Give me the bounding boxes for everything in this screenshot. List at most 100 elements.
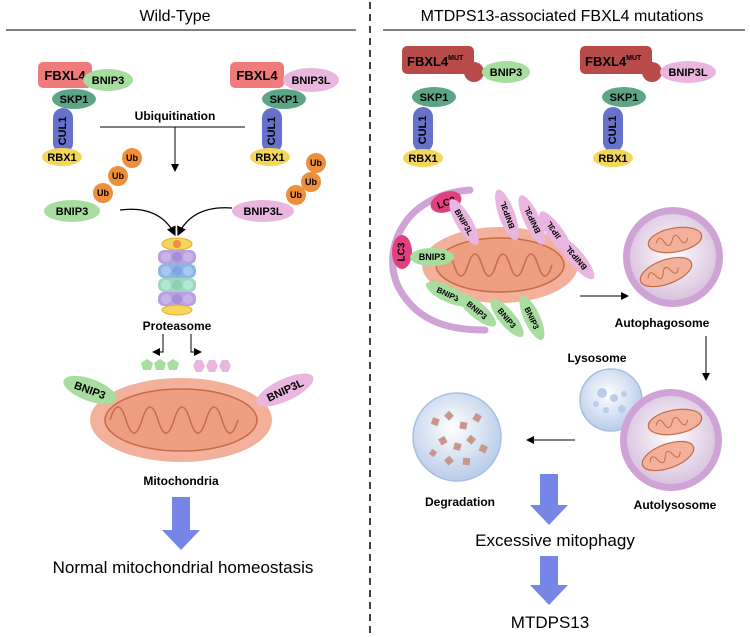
proteasome-rings: [158, 250, 196, 306]
fbxl4-mut-domain: [642, 62, 662, 82]
bnip3l-shape: [232, 200, 294, 222]
skp1-label: SKP1: [60, 94, 89, 106]
mito-cristae: [439, 253, 553, 277]
skp1-label: SKP1: [420, 92, 449, 104]
excessive-mitophagy-label: Excessive mitophagy: [475, 531, 635, 550]
rbx1-shape: [42, 148, 82, 166]
lc3-shape: [392, 235, 412, 269]
ubiquitination-step: Ubiquitination: [100, 109, 245, 172]
bnip3-shape: [44, 200, 100, 222]
skp1-shape: [52, 89, 96, 109]
degradation-vesicle-icon: [412, 392, 502, 482]
bnip3-shape: [63, 375, 117, 405]
bnip3l-shape: [283, 68, 339, 92]
bnip3l-shape: [449, 199, 479, 245]
bnip3-shape: [457, 293, 497, 327]
bnip3l-shape: [557, 236, 595, 280]
ubiquitinated-bnip3l: BNIP3L Ub Ub Ub: [232, 153, 326, 222]
lysosome-label: Lysosome: [568, 351, 627, 365]
cul1-label: CUL1: [57, 117, 69, 146]
mito-inner: [104, 388, 258, 452]
cul1-label: CUL1: [417, 116, 429, 145]
panel-headers: Wild-Type MTDPS13-associated FBXL4 mutat…: [6, 2, 745, 635]
rbx1-shape: [403, 149, 443, 167]
left-panel-title: Wild-Type: [139, 8, 210, 25]
bnip3l-shape: [518, 195, 546, 245]
wt-complex-left: FBXL4 BNIP3 SKP1 CUL1 RBX1: [38, 62, 133, 166]
peptide-fragments-green: [141, 359, 179, 370]
ubiquitin-icon: [93, 183, 113, 203]
bnip3-shape: [490, 298, 524, 338]
bnip3-label: BNIP3: [490, 67, 522, 79]
rbx1-label: RBX1: [598, 153, 627, 165]
wt-complex-right: FBXL4 BNIP3L SKP1 CUL1 RBX1: [230, 62, 339, 166]
rbx1-shape: [593, 149, 633, 167]
degradation-label: Degradation: [425, 495, 495, 509]
bnip3-label: BNIP3: [419, 252, 446, 262]
ubiquitin-icon: [301, 172, 321, 192]
bnip3l-shape: [495, 189, 519, 241]
phagophore-membrane: [389, 186, 489, 334]
rbx1-label: RBX1: [47, 152, 76, 164]
fbxl4-mut-label: FBXL4MUT: [585, 54, 642, 69]
outcome-arrow-left: [162, 497, 200, 550]
ubiquitin-label: Ub: [290, 190, 302, 200]
autophagosome-icon: [623, 207, 723, 307]
skp1-shape: [602, 87, 646, 107]
autolysosome-icon: [620, 389, 722, 491]
autophagosome-lumen: [630, 214, 716, 300]
bnip3-shape: [519, 295, 545, 341]
ubiquitin-icon: [286, 185, 306, 205]
cul1-shape: [53, 108, 73, 153]
mitochondria-label: Mitochondria: [143, 474, 219, 488]
mtdps13-label: MTDPS13: [511, 613, 589, 632]
ubiquitin-icon: [306, 153, 326, 173]
bnip3l-to-proteasome-arrow: [177, 207, 233, 237]
mut-complex-right: FBXL4MUT BNIP3L SKP1 CUL1 RBX1: [580, 46, 716, 167]
bnip3-shape: [482, 61, 530, 83]
ubiquitin-label: Ub: [97, 188, 109, 198]
ubiquitinated-bnip3: BNIP3 Ub Ub Ub: [44, 148, 142, 222]
mito-cristae: [109, 406, 239, 434]
lc3-label: LC3: [397, 242, 408, 261]
autolysosome-lumen: [627, 396, 715, 484]
outcome-arrow-right-1: [530, 474, 568, 525]
fbxl4-shape: [230, 62, 284, 88]
bnip3l-label: BNIP3L: [291, 75, 330, 87]
bnip3l-label: BNIP3L: [668, 67, 707, 79]
rbx1-label: RBX1: [255, 152, 284, 164]
fbxl4-mut-shape: [580, 46, 652, 74]
ubiquitin-label: Ub: [310, 158, 322, 168]
cul1-label: CUL1: [607, 116, 619, 145]
ubiquitin-label: Ub: [112, 171, 124, 181]
normal-homeostasis-label: Normal mitochondrial homeostasis: [53, 558, 314, 577]
ubiquitin-icon: [122, 148, 142, 168]
fbxl4-mut-domain: [464, 62, 484, 82]
ubiquitin-label: Ub: [305, 177, 317, 187]
proteasome-label: Proteasome: [143, 319, 212, 333]
proteasome-output-arrow-right: [190, 334, 202, 356]
skp1-label: SKP1: [270, 94, 299, 106]
bnip3l-shape: [256, 373, 314, 407]
bnip3-label: BNIP3: [92, 75, 124, 87]
mitochondrion-left: [90, 378, 272, 462]
bnip3-label: BNIP3: [56, 206, 88, 218]
outcome-arrow-right-2: [530, 556, 568, 605]
proteasome-icon: [158, 237, 196, 316]
rbx1-label: RBX1: [408, 153, 437, 165]
cul1-shape: [262, 108, 282, 153]
ubiquitination-label: Ubiquitination: [135, 109, 216, 123]
cul1-label: CUL1: [266, 117, 278, 146]
mito-inner: [435, 237, 565, 293]
mitochondrion-right: [422, 227, 578, 303]
fbxl4-mut-label: FBXL4MUT: [407, 54, 464, 69]
cul1-shape: [413, 107, 433, 152]
bnip3-to-proteasome-arrow: [119, 208, 176, 237]
bnip3l-shape: [660, 61, 716, 83]
ubiquitin-icon: [108, 166, 128, 186]
fbxl4-shape: [38, 62, 92, 88]
bnip3-shape: [83, 69, 133, 91]
skp1-label: SKP1: [610, 92, 639, 104]
